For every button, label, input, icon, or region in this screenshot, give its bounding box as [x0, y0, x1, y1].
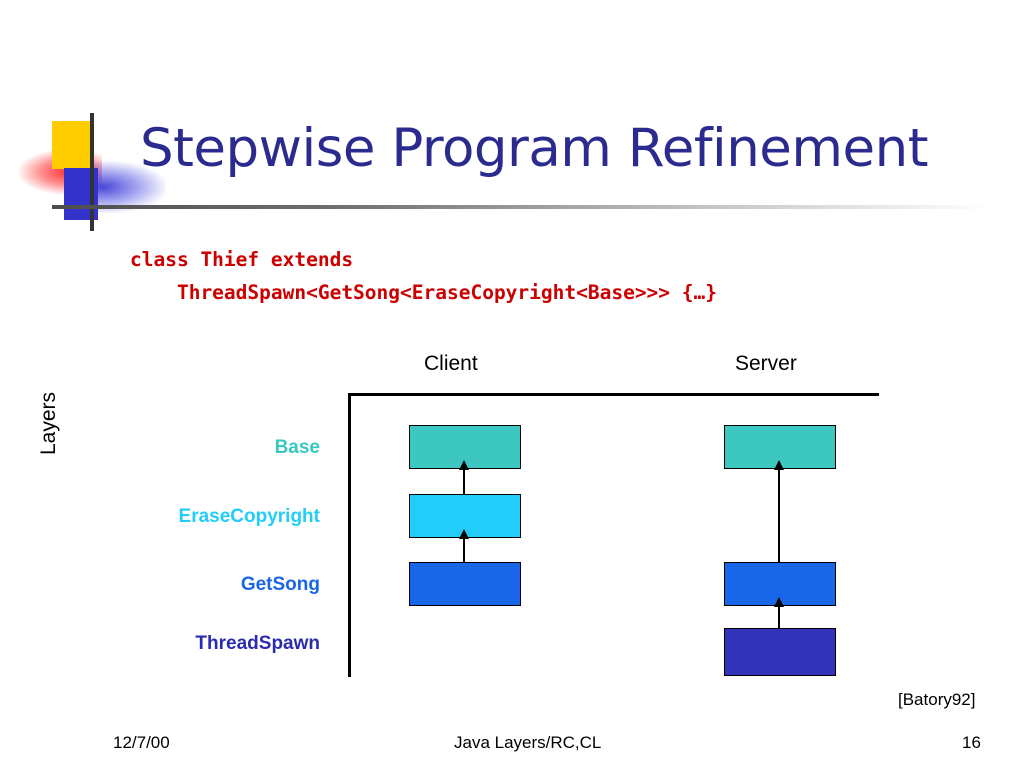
client-box-getsong	[409, 562, 521, 606]
code-line-1: class Thief extends	[130, 248, 354, 271]
decoration-vertical-line	[90, 113, 94, 231]
axis-label-layers: Layers	[37, 391, 60, 455]
code-line-2: ThreadSpawn<GetSong<EraseCopyright<Base>…	[130, 281, 717, 304]
layer-label-threadspawn: ThreadSpawn	[195, 633, 320, 654]
code-block: class Thief extends ThreadSpawn<GetSong<…	[130, 243, 717, 309]
arrow-icon-client-getsong-to-erase	[459, 529, 469, 562]
arrow-icon-server-threadspawn-to-getsong	[774, 597, 784, 628]
title-divider	[52, 205, 992, 209]
client-box-erasecopyright	[409, 494, 521, 538]
diagram-left-axis	[348, 393, 351, 677]
citation: [Batory92]	[898, 690, 976, 709]
page-title: Stepwise Program Refinement	[140, 118, 929, 179]
column-header-server: Server	[735, 352, 797, 375]
footer-center-text: Java Layers/RC,CL	[454, 733, 602, 752]
column-header-client: Client	[424, 352, 478, 375]
title-decoration	[18, 113, 166, 231]
layer-label-erasecopyright: EraseCopyright	[178, 506, 320, 527]
arrow-icon-server-getsong-to-base	[774, 460, 784, 562]
decoration-yellow-square	[52, 121, 92, 169]
diagram-top-axis	[348, 393, 879, 396]
footer-page-number: 16	[962, 733, 981, 752]
footer-date: 12/7/00	[113, 733, 170, 752]
layer-label-base: Base	[274, 437, 320, 458]
arrow-icon-client-erase-to-base	[459, 460, 469, 494]
layer-label-getsong: GetSong	[240, 574, 320, 595]
server-box-threadspawn	[724, 628, 836, 676]
